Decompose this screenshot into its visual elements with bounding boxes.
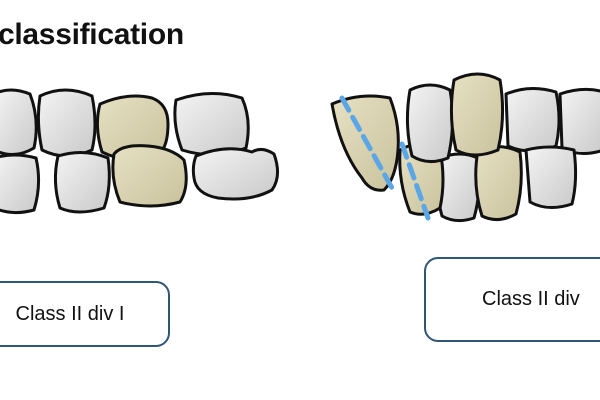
class-label-right: Class II div [424, 257, 600, 342]
upper-incisor [405, 83, 455, 163]
back-tooth [504, 87, 561, 153]
teeth-illustration [0, 72, 600, 223]
page-title: classification [0, 18, 184, 51]
upper-tooth [173, 91, 250, 157]
upper-incisor-highlighted [449, 72, 505, 157]
guide-line [339, 95, 395, 191]
lower-tooth [0, 153, 41, 215]
back-tooth [558, 87, 600, 155]
upper-tooth-highlighted [95, 94, 170, 161]
lower-incisor-highlighted [474, 145, 523, 221]
guide-line [399, 141, 431, 221]
lower-tooth [191, 147, 279, 201]
lower-tooth [53, 151, 111, 214]
incisor-angle-guide-lines [339, 95, 431, 221]
upper-tooth [0, 88, 38, 156]
molar-occlusion-icon [0, 88, 279, 215]
lower-tooth-highlighted [111, 144, 188, 208]
back-tooth [524, 145, 578, 209]
class-label-left: Class II div I [0, 281, 170, 347]
upper-tooth [36, 88, 97, 158]
proclined-incisors-icon [330, 72, 600, 223]
